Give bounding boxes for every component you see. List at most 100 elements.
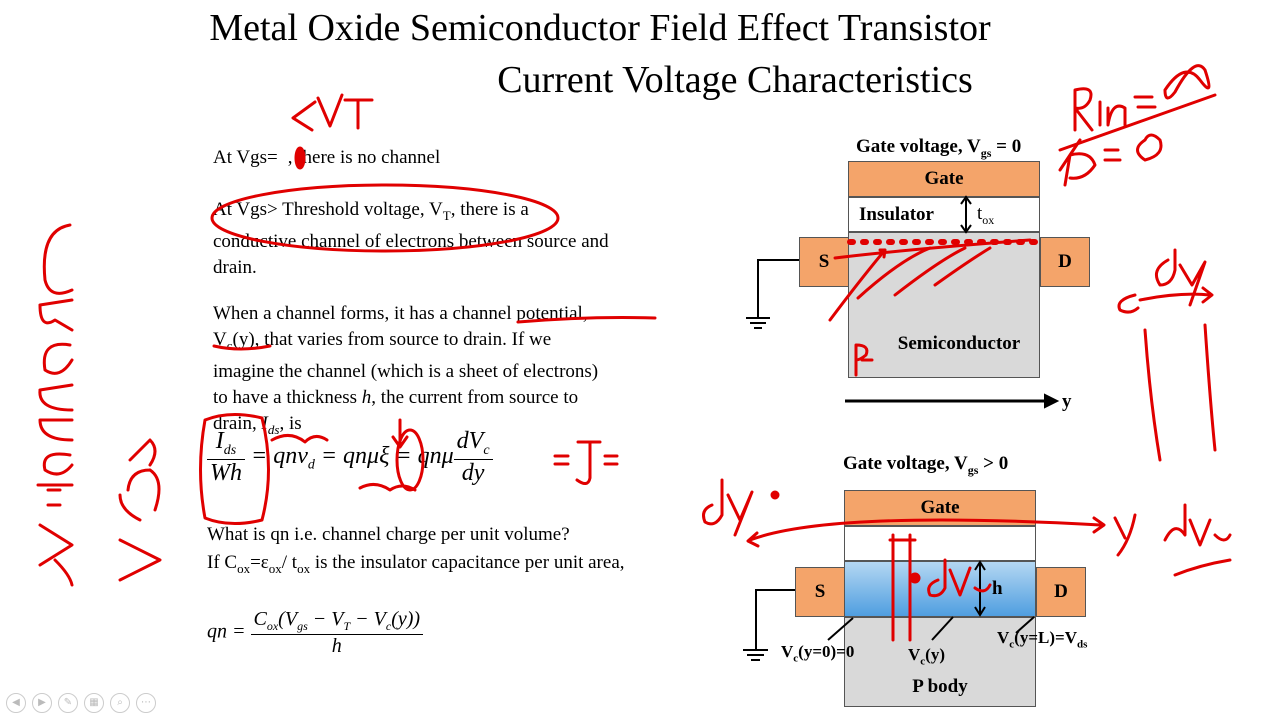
question-charge: What is qn i.e. channel charge per unit … [207, 524, 570, 545]
eq2-vgs-sub: gs [297, 619, 308, 633]
current-equation: Ids Wh = qnvd = qnμξ = qnμ dVc dy [207, 428, 493, 487]
eq2-vgs: (V [278, 608, 298, 630]
ink-bracket-left [1143, 328, 1162, 462]
vcl-v: V [997, 628, 1010, 647]
top-heading-a: Gate voltage, V [856, 136, 981, 157]
next-slide-icon[interactable]: ▶ [32, 693, 52, 713]
tox-sub: ox [982, 212, 995, 227]
ink-vertical-vcy [118, 538, 162, 582]
top-axis-y-label: y [1062, 391, 1072, 412]
bottom-pbody-label: P body [912, 676, 968, 697]
top-gate: Gate [848, 161, 1040, 197]
vcy-v: V [908, 645, 921, 664]
vcl-sub2: ds [1076, 638, 1088, 651]
eq1-wh: Wh [210, 459, 242, 486]
eq2-vt: − V [307, 608, 344, 630]
ink-vertical-vc [38, 523, 74, 587]
tox-label: tox [977, 203, 994, 228]
slides-grid-icon[interactable]: ▦ [84, 693, 104, 713]
ink-c [1117, 293, 1140, 314]
ink-dvc-right [1163, 503, 1232, 547]
top-gate-label: Gate [924, 168, 964, 189]
eq2-cox: C [253, 608, 267, 630]
eq2-cox-sub: ox [266, 619, 279, 633]
top-source-label: S [818, 251, 830, 272]
q2-c: / t [281, 552, 298, 573]
q2-a: If C [207, 552, 238, 573]
q2-b: =ε [250, 552, 269, 573]
question-capacitance: If Cox=εox/ tox is the insulator capacit… [207, 550, 625, 582]
vcl-b: (y=L)=V [1014, 628, 1077, 647]
tox-t: t [977, 203, 983, 224]
bottom-gate: Gate [844, 490, 1036, 526]
p2-line3: drain. [213, 256, 257, 278]
zoom-icon[interactable]: ⌕ [110, 693, 130, 713]
top-drain-label: D [1058, 251, 1072, 272]
q2-sub3: ox [297, 560, 311, 576]
ink-vertical-channel [42, 223, 74, 295]
pen-icon[interactable]: ✎ [58, 693, 78, 713]
bottom-ground-wire [755, 589, 795, 650]
ink-vertical-equals [46, 488, 62, 507]
vc-source-label: Vc(y=0)=0 [781, 642, 854, 664]
p3-line4-a: to have a thickness [213, 386, 362, 408]
vc0-b: (y=0)=0 [798, 642, 855, 661]
q2-d: is the insulator capacitance per unit ar… [310, 552, 625, 573]
eq2-lhs: qn = [207, 620, 246, 643]
ink-strike [1058, 93, 1217, 152]
p3-ids-sub: ds [267, 421, 280, 437]
p2-line1-end: , there is a [450, 199, 529, 220]
vc-y-label: Vc(y) [908, 645, 945, 667]
top-semiconductor: Semiconductor [848, 232, 1040, 378]
p1-text-b: , there is no channel [287, 147, 441, 168]
eq1-term3: = qnμ [395, 442, 454, 469]
ink-ig [1058, 138, 1097, 187]
prev-slide-icon[interactable]: ◀ [6, 693, 26, 713]
eq2-fraction: Cox(Vgs − VT − Vc(y)) h [250, 608, 424, 658]
bottom-channel [844, 561, 1036, 617]
p3-line3: imagine the channel (which is a sheet of… [213, 360, 599, 382]
eq2-vc-sub: c [385, 619, 392, 633]
bottom-heading-b: > 0 [978, 453, 1009, 474]
paragraph-threshold: At Vgs> Threshold voltage, VT, there is … [213, 197, 609, 281]
top-semiconductor-label: Semiconductor [897, 333, 1021, 354]
top-ground-icon [746, 317, 770, 329]
title-line-2: Current Voltage Characteristics [497, 59, 973, 101]
ink-less-than [291, 100, 317, 132]
p1-text-a: At Vgs= [213, 147, 278, 168]
top-heading-b: = 0 [991, 136, 1022, 157]
eq1-lhs-fraction: Ids Wh [207, 428, 245, 487]
eq1-term1: = qnv [251, 442, 308, 469]
q2-sub2: ox [268, 560, 282, 576]
p2-sub: T [442, 207, 451, 223]
top-insulator: Insulator [848, 197, 1040, 232]
p2-line1: At Vgs> Threshold voltage, V [213, 199, 443, 220]
bottom-diagram-heading: Gate voltage, Vgs > 0 [843, 453, 1008, 478]
channel-thickness-label: h [992, 578, 1003, 599]
p2-line2: conductive channel of electrons between … [213, 230, 609, 252]
eq2-vc-y: (y)) [391, 608, 421, 630]
eq2-vt-sub: T [343, 619, 351, 633]
ink-t [343, 98, 374, 130]
vcl-sub: c [1009, 638, 1015, 651]
eq1-term2: = qnμξ [320, 442, 390, 469]
bottom-ground-icon [743, 649, 768, 661]
p3-h: h [361, 386, 372, 408]
ink-y-label [1113, 513, 1137, 557]
vc0-sub: c [793, 652, 799, 665]
bottom-gate-label: Gate [920, 497, 960, 518]
ink-j [575, 440, 602, 485]
title-line-1: Metal Oxide Semiconductor Field Effect T… [209, 7, 991, 49]
more-options-icon[interactable]: ⋯ [136, 693, 156, 713]
top-ground-wire [757, 259, 799, 318]
eq2-h: h [331, 635, 342, 657]
vc-drain-label: Vc(y=L)=Vds [997, 628, 1087, 650]
bottom-source-label: S [814, 581, 826, 602]
vcy-b: (y) [925, 645, 945, 664]
eq1-dy: dy [461, 459, 485, 486]
paragraph-channel-potential: When a channel forms, it has a channel p… [213, 301, 598, 443]
p3-line4-b: , the current from source to [371, 386, 579, 408]
vc0-v: V [781, 642, 794, 661]
top-source: S [799, 237, 849, 287]
